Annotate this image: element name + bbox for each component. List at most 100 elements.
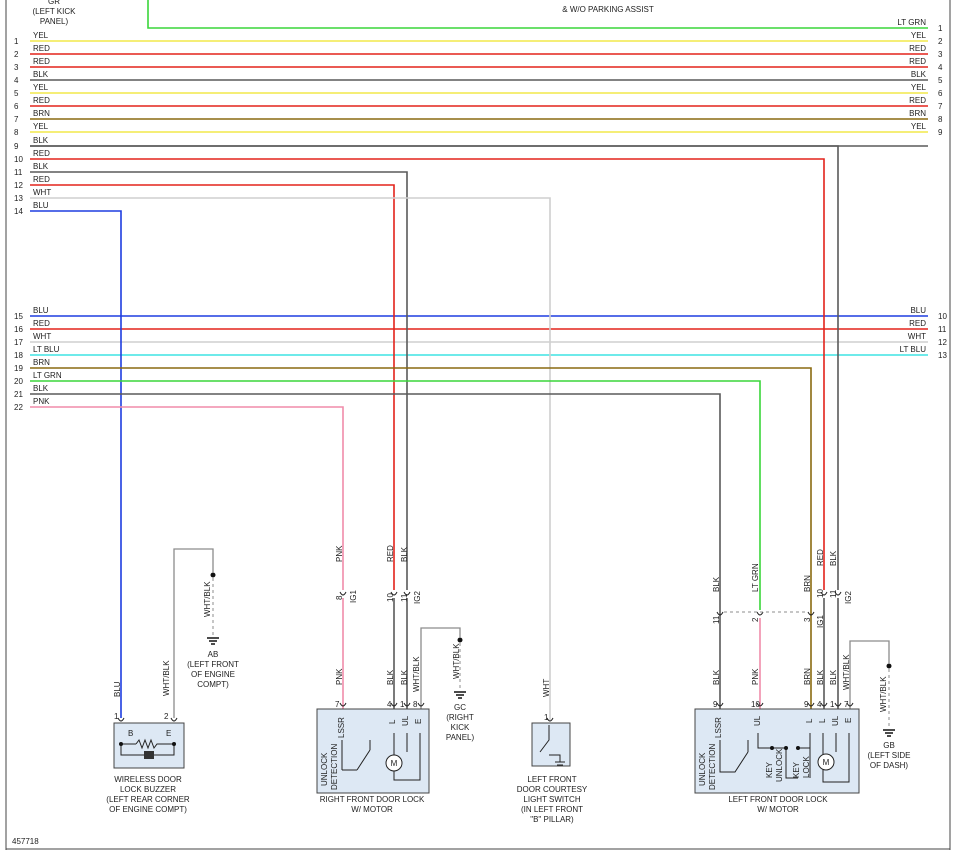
svg-text:4: 4	[817, 700, 822, 709]
left-wire-num-7: 7	[14, 115, 19, 124]
svg-text:(LEFT REAR CORNER: (LEFT REAR CORNER	[106, 795, 190, 804]
right-wire-label-11: RED	[909, 319, 926, 328]
label-blk-rf-top: BLK	[400, 546, 409, 562]
lf-lock-body	[694, 708, 860, 794]
left-wire-label-20: LT GRN	[33, 371, 62, 380]
left-wire-label-1: YEL	[33, 31, 49, 40]
svg-text:M: M	[391, 759, 398, 768]
left-wire-label-16: RED	[33, 319, 50, 328]
svg-text:LOCK: LOCK	[802, 756, 811, 778]
label-blk-rf-bottom-2: BLK	[400, 669, 409, 685]
svg-text:1: 1	[114, 712, 119, 721]
pin-lf-ig1-11: 11	[712, 615, 721, 624]
lf-unlock-switch-icon	[719, 740, 749, 773]
label-blk-rf-bottom-1: BLK	[386, 669, 395, 685]
left-wire-num-16: 16	[14, 325, 23, 334]
wire-22-route	[30, 406, 344, 590]
ab-ground-icon	[207, 637, 219, 645]
svg-text:1: 1	[400, 700, 405, 709]
left-wire-num-17: 17	[14, 338, 23, 347]
svg-text:8: 8	[413, 700, 418, 709]
label-wht-blk-buzzer: WHT/BLK	[162, 660, 171, 696]
svg-text:L: L	[388, 719, 397, 724]
connector-fork-18	[820, 702, 828, 707]
wire-19-route	[30, 367, 812, 718]
label-brn-lf-top: BRN	[803, 575, 812, 592]
label-blk-lf-bottom: BLK	[712, 669, 721, 685]
right-wire-label-12: WHT	[908, 332, 926, 341]
left-wire-num-14: 14	[14, 207, 23, 216]
courtesy-switch-icon	[539, 725, 561, 762]
pin-lf-ig1-3: 3	[803, 617, 812, 622]
rf-lock-body	[316, 708, 430, 794]
connector-fork-15	[716, 702, 724, 707]
wire-12-route	[30, 184, 395, 590]
label-wht-blk-ab: WHT/BLK	[203, 581, 212, 617]
connector-fork-6	[756, 611, 764, 616]
rf-ig2-label: IG2	[413, 591, 422, 604]
left-wire-label-5: YEL	[33, 83, 49, 92]
label-wht-blk-rf: WHT/BLK	[412, 656, 421, 692]
wire-11-route	[30, 171, 408, 590]
pin-rf-ig-10: 10	[386, 593, 395, 602]
right-wire-label-8: BRN	[909, 109, 926, 118]
ground-ab: AB (LEFT FRONT OF ENGINE COMPT)	[187, 572, 239, 689]
connector-fork-2	[403, 591, 411, 596]
left-wire-num-21: 21	[14, 390, 23, 399]
left-wire-label-3: RED	[33, 57, 50, 66]
right-wire-label-2: YEL	[911, 31, 927, 40]
left-wire-num-13: 13	[14, 194, 23, 203]
left-wire-label-9: BLK	[33, 136, 49, 145]
svg-text:"B" PILLAR): "B" PILLAR)	[530, 815, 574, 824]
rf-wht-blk-ground	[420, 627, 461, 718]
connector-labels: 8 10 11 IG1 IG2 10 11 IG2 11 2 3 IG1	[335, 589, 853, 628]
left-wire-label-21: BLK	[33, 384, 49, 393]
svg-text:M: M	[823, 758, 830, 767]
svg-text:LIGHT SWITCH: LIGHT SWITCH	[523, 795, 580, 804]
label-lt-grn-lf-top: LT GRN	[751, 563, 760, 592]
svg-text:RIGHT FRONT DOOR LOCK: RIGHT FRONT DOOR LOCK	[320, 795, 425, 804]
label-wht-blk-gb: WHT/BLK	[879, 676, 888, 712]
wire-bundle: 1YEL2RED3RED4BLK5YEL6RED7BRN8YEL9BLK10RE…	[14, 0, 947, 720]
connector-fork-4	[834, 591, 842, 596]
svg-text:UNLOCK: UNLOCK	[698, 752, 707, 786]
wire-9-route	[30, 145, 839, 590]
right-wire-num-2: 2	[938, 37, 943, 46]
right-wire-num-12: 12	[938, 338, 947, 347]
connector-fork-17	[807, 702, 815, 707]
svg-text:1: 1	[830, 700, 835, 709]
label-wht-courtesy: WHT	[542, 679, 551, 697]
right-wire-label-10: BLU	[910, 306, 926, 315]
left-wire-num-10: 10	[14, 155, 23, 164]
pin-lf-ig1-2: 2	[751, 617, 760, 622]
right-wire-num-11: 11	[938, 325, 947, 334]
svg-text:OF ENGINE COMPT): OF ENGINE COMPT)	[109, 805, 187, 814]
left-wire-num-20: 20	[14, 377, 23, 386]
left-wire-num-3: 3	[14, 63, 19, 72]
connector-fork-7	[807, 611, 815, 616]
left-wire-label-12: RED	[33, 175, 50, 184]
svg-text:7: 7	[335, 700, 340, 709]
buzzer-element-icon	[144, 751, 154, 759]
wire-10-route	[30, 158, 825, 590]
svg-text:UNLOCK: UNLOCK	[320, 752, 329, 786]
left-wire-label-11: BLK	[33, 162, 49, 171]
svg-text:OF ENGINE: OF ENGINE	[191, 670, 235, 679]
connector-fork-19	[834, 702, 842, 707]
svg-text:AB: AB	[208, 650, 219, 659]
label-blk-lf-top: BLK	[712, 576, 721, 592]
rf-motor-icon	[385, 754, 403, 772]
left-wire-num-19: 19	[14, 364, 23, 373]
door-courtesy-light-switch: 1 LEFT FRONT DOOR COURTESY LIGHT SWITCH …	[517, 713, 588, 824]
label-wht-blk-lf: WHT/BLK	[842, 654, 851, 690]
label-blu-buzzer: BLU	[113, 681, 122, 697]
left-wire-num-15: 15	[14, 312, 23, 321]
header-parking-assist: & W/O PARKING ASSIST	[562, 5, 654, 14]
svg-text:KEY: KEY	[765, 761, 774, 778]
pin-rf-ig-8: 8	[335, 595, 344, 600]
connector-fork-11	[390, 702, 398, 707]
left-wire-label-14: BLU	[33, 201, 49, 210]
right-wire-label-5: BLK	[911, 70, 927, 79]
lf-ig2-label: IG2	[844, 591, 853, 604]
right-wire-num-6: 6	[938, 89, 943, 98]
